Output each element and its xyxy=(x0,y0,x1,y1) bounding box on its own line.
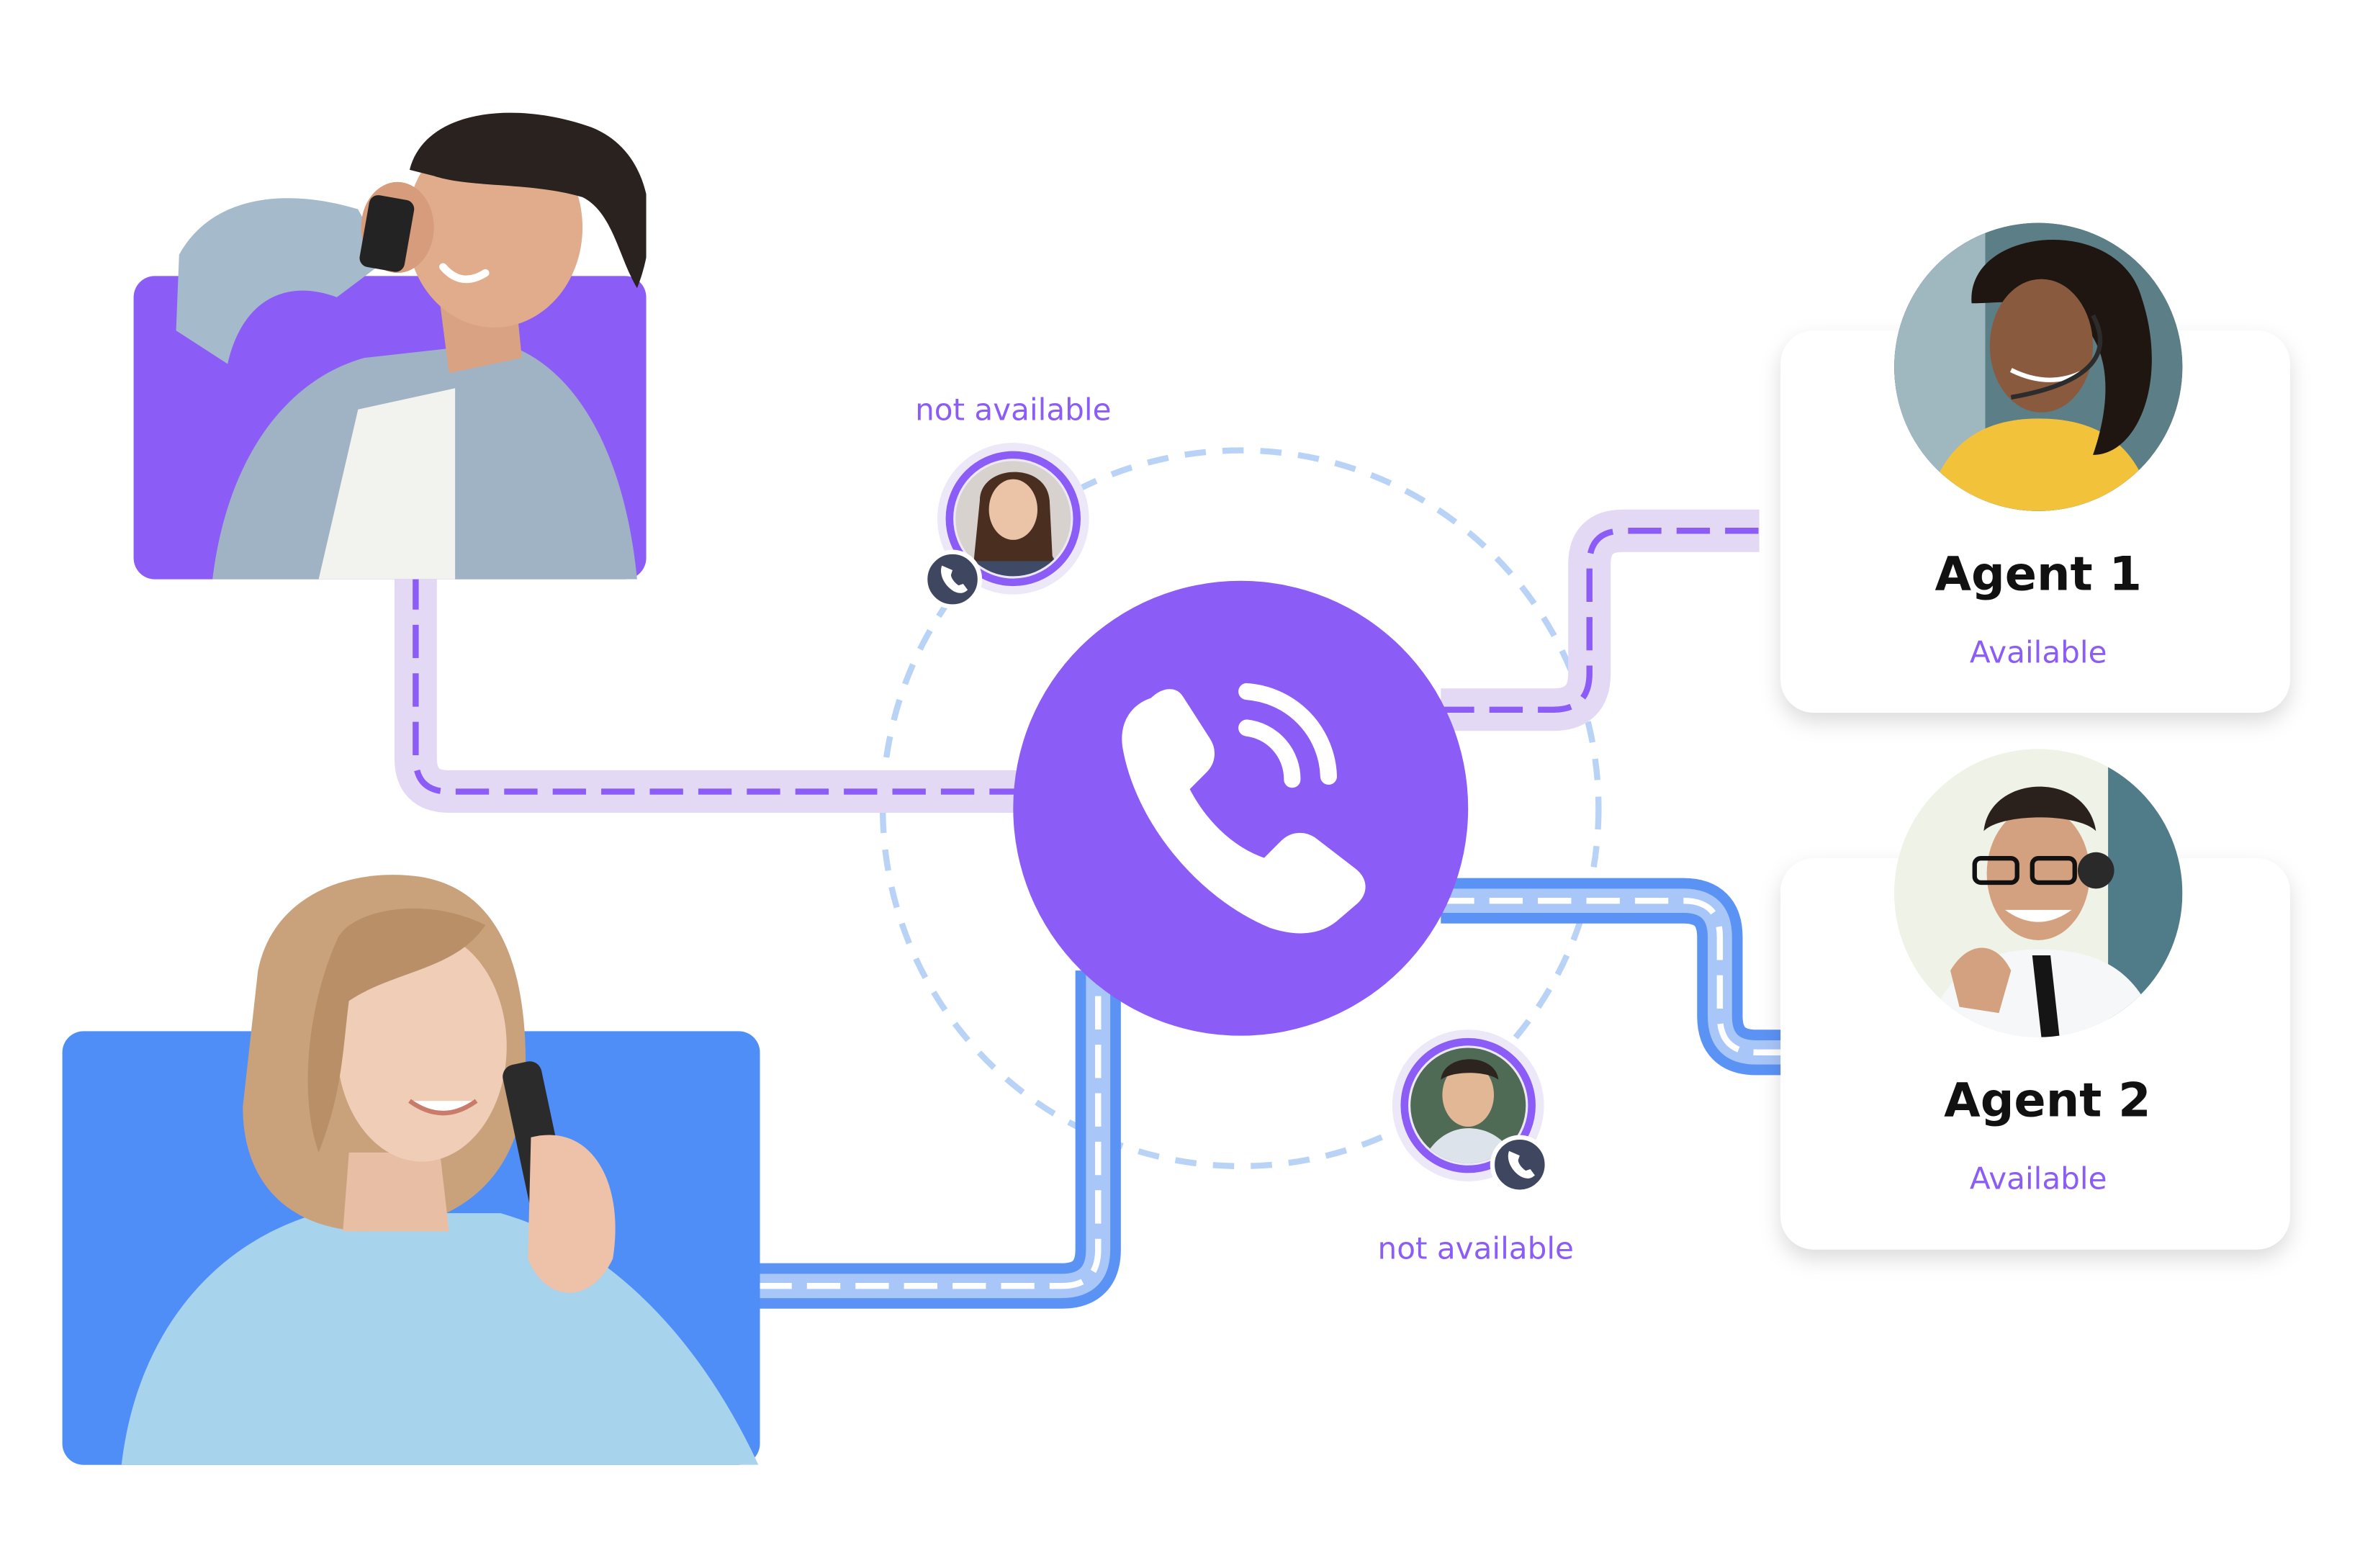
member-2-status: not available xyxy=(1378,1230,1574,1266)
route-agent-1 xyxy=(1441,509,1760,731)
unavailable-member-2: not available xyxy=(1378,1029,1574,1266)
agent-card-1: Agent 1 Available xyxy=(1780,222,2290,713)
route-agent-2 xyxy=(1441,878,1784,1076)
call-hub xyxy=(1013,580,1469,1036)
route-caller-2 xyxy=(758,970,1121,1309)
member-1-photo xyxy=(955,461,1071,577)
agent-2-avatar xyxy=(1894,749,2183,1037)
caller-2-photo xyxy=(121,875,759,1465)
caller-card-2 xyxy=(62,875,760,1465)
agent-1-avatar xyxy=(1894,222,2183,511)
caller-card-1 xyxy=(133,112,647,580)
phone-icon xyxy=(1490,1135,1549,1194)
caller-1-photo xyxy=(176,112,647,580)
unavailable-member-1: not available xyxy=(915,392,1112,609)
agent-card-2: Agent 2 Available xyxy=(1780,749,2290,1250)
member-1-status: not available xyxy=(915,392,1111,427)
phone-ringing-icon xyxy=(1122,682,1366,934)
agent-2-name: Agent 2 xyxy=(1944,1073,2150,1127)
agent-1-status: Available xyxy=(1970,634,2107,670)
phone-icon xyxy=(922,549,983,609)
routing-ring xyxy=(879,447,1602,1170)
agent-2-status: Available xyxy=(1970,1161,2107,1196)
route-caller-1 xyxy=(394,576,1032,814)
agent-1-name: Agent 1 xyxy=(1935,546,2142,601)
